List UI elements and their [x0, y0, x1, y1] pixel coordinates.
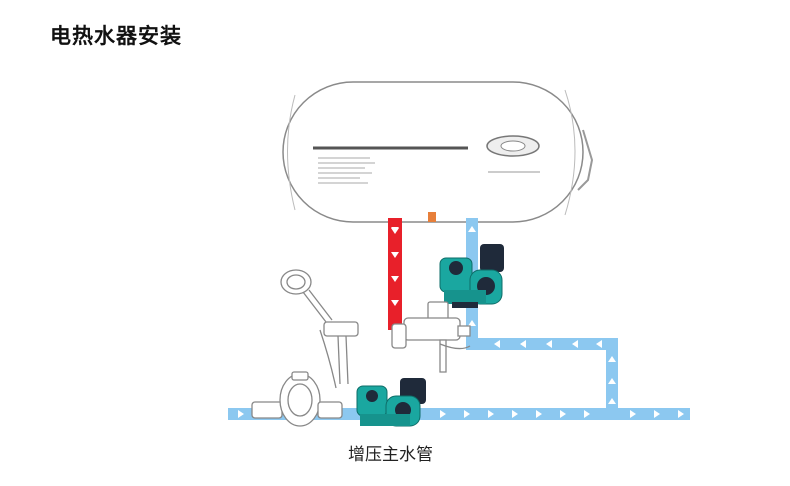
- booster-pump-icon: [356, 378, 426, 427]
- shower-head-icon: [280, 269, 359, 389]
- faucet-icon: [391, 301, 471, 373]
- booster-main-pipe-label: 增压主水管: [348, 445, 433, 465]
- water-meter-icon: [251, 371, 343, 427]
- hot-water-pipe: [388, 218, 402, 330]
- water-heater-icon: [282, 81, 594, 223]
- page-title: 电热水器安装: [50, 24, 182, 48]
- booster-pump-icon: [439, 244, 504, 308]
